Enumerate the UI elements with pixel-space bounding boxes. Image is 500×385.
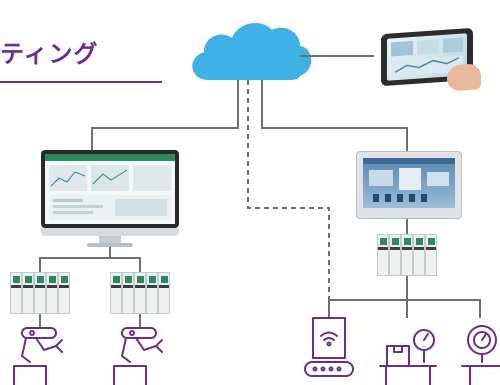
link-cloud-hmi: [261, 80, 408, 152]
hmi-touch-panel: [356, 151, 462, 219]
conveyor-icon: [304, 317, 354, 377]
plc-module: [110, 272, 122, 314]
link-cloud-plc-dashed: [247, 80, 330, 300]
plc-module: [134, 272, 146, 314]
plc-module: [10, 272, 22, 314]
link-plcs-robots: [39, 312, 141, 328]
monitor-stand: [99, 236, 121, 244]
plc-module: [34, 272, 46, 314]
plc-module: [122, 272, 134, 314]
plc-unit: [377, 234, 437, 276]
plc-module: [413, 234, 425, 276]
hmi-process-graphic: [363, 158, 455, 202]
plc-module: [22, 272, 34, 314]
plc-module: [146, 272, 158, 314]
title-underline: [0, 81, 162, 83]
page-title: ティング: [0, 40, 99, 68]
plc-module: [401, 234, 413, 276]
gauge-icon: [461, 325, 500, 385]
monitor-base: [87, 243, 133, 247]
plc-module: [46, 272, 58, 314]
monitor-frame: [41, 150, 179, 228]
tablet-dashboard-graphic: [391, 37, 463, 77]
link-cloud-monitor: [91, 80, 239, 152]
cloud-icon: [192, 23, 312, 80]
plc-module: [389, 234, 401, 276]
plc-unit: [110, 272, 170, 314]
hand-graphic: [447, 63, 481, 92]
monitor-chin: [41, 228, 179, 236]
hmi-screen: [363, 158, 455, 208]
plc-module: [377, 234, 389, 276]
scale-icon: [379, 329, 437, 385]
monitor-dashboard-graphic: [45, 154, 175, 220]
tablet-screen: [387, 33, 467, 81]
plc-unit: [10, 272, 70, 314]
plc-module: [158, 272, 170, 314]
desktop-monitor: [41, 150, 179, 247]
tablet-device: [381, 27, 481, 92]
plc-module: [58, 272, 70, 314]
monitor-screen: [45, 154, 175, 224]
link-plc-devices: [328, 276, 481, 318]
plc-module: [425, 234, 437, 276]
robot-arm-icon: [13, 327, 63, 385]
link-monitor-plcs: [39, 244, 141, 272]
robot-arm-icon: [113, 327, 163, 385]
